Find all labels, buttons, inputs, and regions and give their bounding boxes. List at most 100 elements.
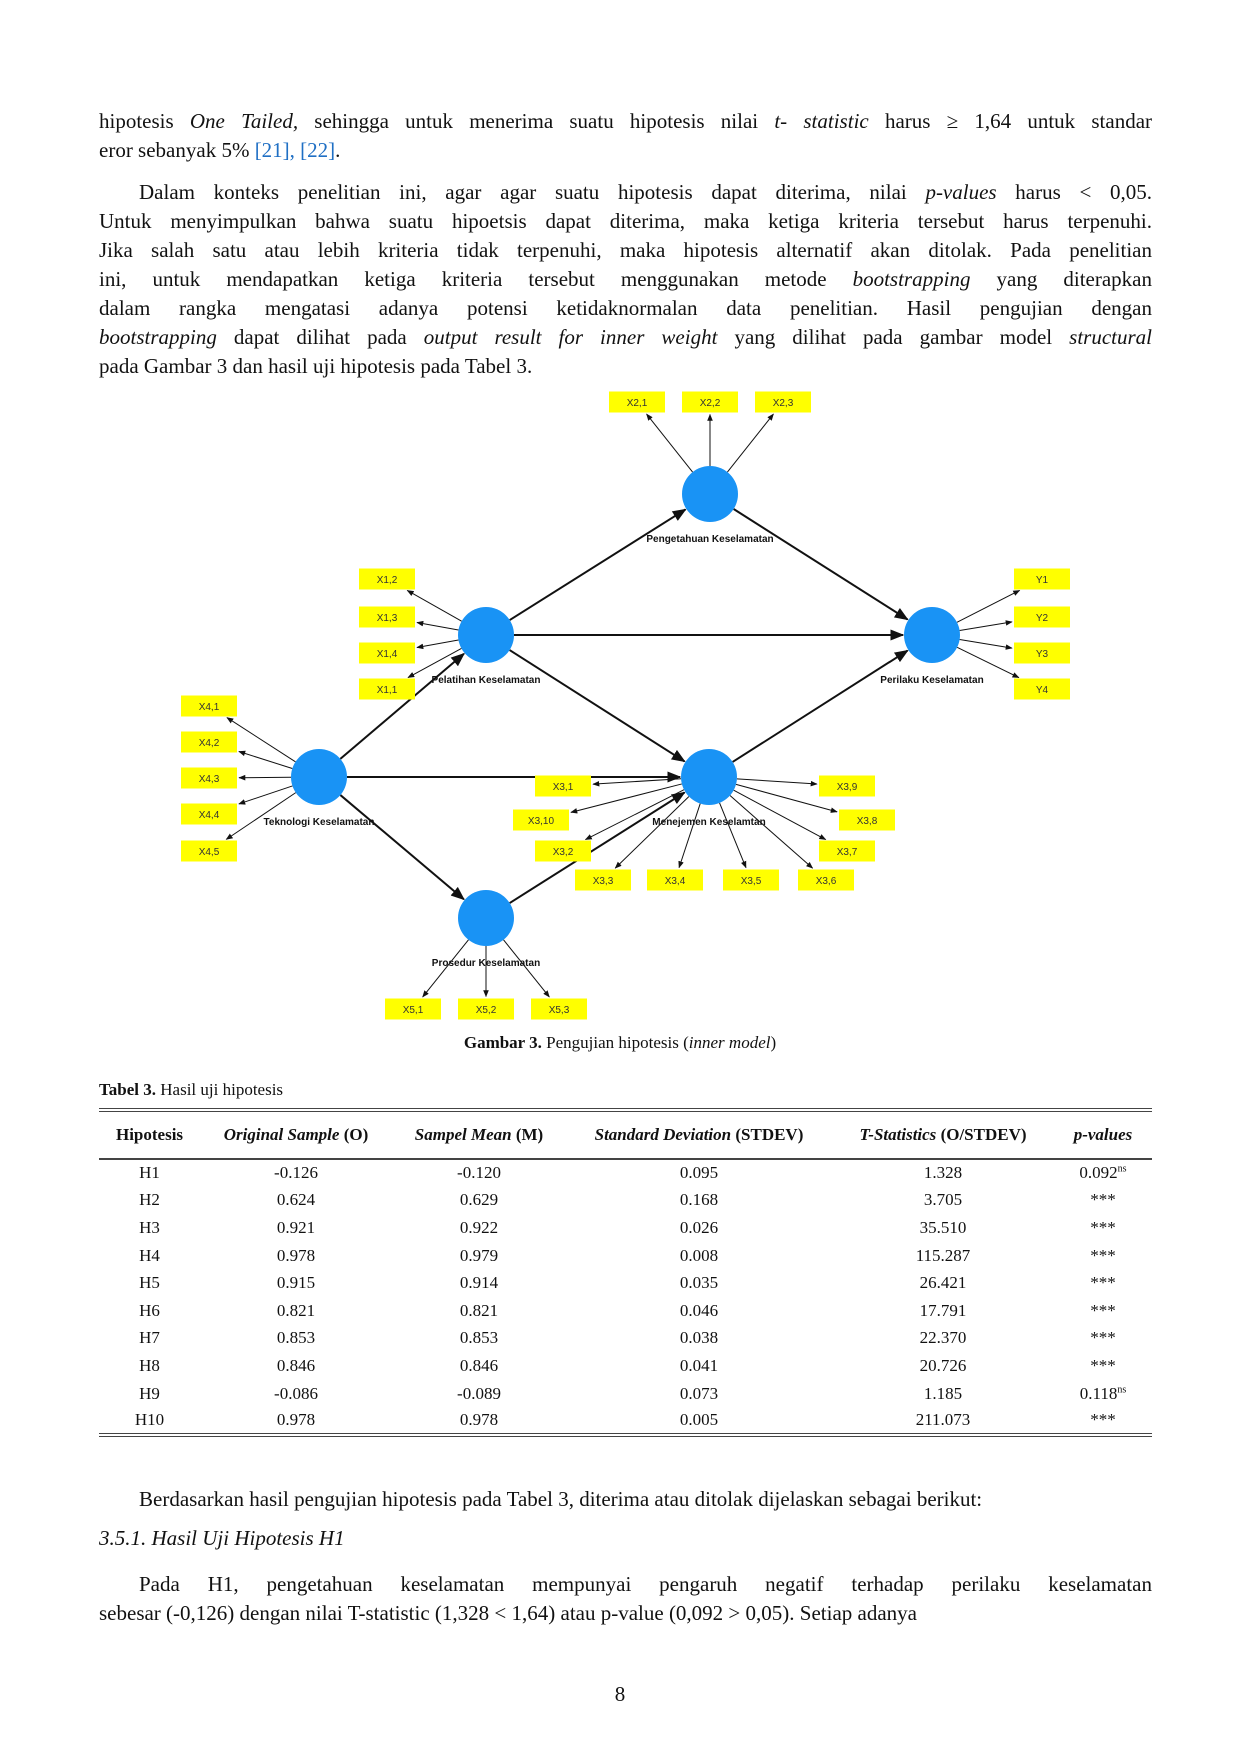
citation-link[interactable]: [21], [22] <box>254 138 336 162</box>
cell-value: 0.624 <box>276 1190 316 1210</box>
indicator-box <box>609 391 665 413</box>
text-line: hipotesis One Tailed, sehingga untuk men… <box>99 107 1152 136</box>
text-line: sebesar (-0,126) dengan nilai T-statisti… <box>99 1599 1152 1628</box>
loading-arrow <box>678 803 701 869</box>
text-segment: output result for inner weight <box>423 325 718 349</box>
text-segment: p-values <box>1073 1125 1133 1144</box>
table-cell: H9 <box>99 1380 200 1408</box>
cell-value: -0.086 <box>274 1383 318 1403</box>
indicator-box <box>755 391 811 413</box>
table-cell: 20.726 <box>832 1352 1054 1380</box>
loading-arrow <box>416 639 459 650</box>
table-cell: -0.120 <box>392 1159 566 1187</box>
indicator-box <box>575 869 631 891</box>
text-line: Untuk menyimpulkan bahwa suatu hipoetsis… <box>99 207 1152 236</box>
cell-value: *** <box>1090 1245 1116 1265</box>
paragraph-intro: hipotesis One Tailed, sehingga untuk men… <box>99 107 1152 165</box>
construct-node-perilaku <box>904 607 960 663</box>
table-cell: 0.821 <box>392 1297 566 1325</box>
text-segment: eror sebanyak 5% <box>99 138 255 162</box>
indicator-label: X2,2 <box>700 398 721 409</box>
construct-node-pelatihan <box>458 607 514 663</box>
table-cell: *** <box>1054 1187 1152 1215</box>
cell-value: *** <box>1090 1217 1116 1237</box>
cell-value: 17.791 <box>919 1300 967 1320</box>
cell-value: 211.073 <box>915 1410 971 1430</box>
loading-arrow <box>584 789 685 841</box>
cell-value: *** <box>1090 1410 1116 1430</box>
indicator-label: X4,2 <box>199 738 220 749</box>
indicator-label: X3,2 <box>553 847 574 858</box>
table-cell: H6 <box>99 1297 200 1325</box>
indicator-box <box>458 998 514 1020</box>
cell-value: H8 <box>139 1355 160 1375</box>
cell-value: 26.421 <box>919 1273 967 1293</box>
text-segment: Dalam konteks penelitian ini, agar agar … <box>139 180 926 204</box>
indicator-box <box>359 678 415 700</box>
cell-value: 0.046 <box>679 1300 719 1320</box>
cell-value: H9 <box>139 1383 160 1403</box>
indicator-label: X2,1 <box>627 398 648 409</box>
table-cell: H10 <box>99 1407 200 1435</box>
indicator-label: Y3 <box>1036 649 1049 660</box>
indicator-box <box>359 606 415 628</box>
cell-value: H1 <box>139 1163 160 1183</box>
column-header: Standard Deviation (STDEV) <box>566 1110 832 1159</box>
indicator-box <box>723 869 779 891</box>
loading-arrow <box>646 413 693 473</box>
indicator-label: X3,10 <box>528 816 555 827</box>
indicator-box <box>1014 568 1070 590</box>
cell-value: 3.705 <box>923 1190 963 1210</box>
column-header: Sampel Mean (M) <box>392 1110 566 1159</box>
text-segment: One Tailed, <box>189 109 299 133</box>
text-segment: yang diterapkan <box>970 267 1152 291</box>
loading-arrow <box>735 783 838 813</box>
indicator-box <box>359 642 415 664</box>
cell-value: 0.092 <box>1079 1163 1118 1183</box>
loading-arrow <box>238 785 293 805</box>
cell-value: 0.921 <box>276 1217 316 1237</box>
table-cell: *** <box>1054 1407 1152 1435</box>
path-arrow-prosedur-menejemen <box>509 791 686 904</box>
indicator-label: X3,3 <box>593 876 614 887</box>
indicator-label: X3,7 <box>837 847 858 858</box>
cell-value: 0.978 <box>276 1245 316 1265</box>
cell-value: 0.978 <box>276 1410 316 1430</box>
cell-value: 115.287 <box>915 1245 971 1265</box>
indicator-box <box>535 775 591 797</box>
cell-value: H5 <box>139 1273 160 1293</box>
table-cell: *** <box>1054 1352 1152 1380</box>
table-cell: 0.978 <box>200 1242 392 1270</box>
text-segment: harus ≥ 1,64 untuk standar <box>868 109 1153 133</box>
text-segment: Standard Deviation <box>594 1125 732 1144</box>
text-segment: p-values <box>925 180 997 204</box>
indicator-box <box>181 803 237 825</box>
table-cell: 22.370 <box>832 1325 1054 1353</box>
table-cell: *** <box>1054 1325 1152 1353</box>
cell-value: H4 <box>139 1245 160 1265</box>
cell-value: 20.726 <box>919 1355 967 1375</box>
indicator-box <box>385 998 441 1020</box>
text-line: pada Gambar 3 dan hasil uji hipotesis pa… <box>99 352 1152 381</box>
loading-arrow <box>225 792 297 840</box>
construct-label-teknologi: Teknologi Keselamatan <box>264 817 375 828</box>
paragraph-method: Dalam konteks penelitian ini, agar agar … <box>99 178 1152 381</box>
path-arrow-pelatihan-pengetahuan <box>509 508 687 621</box>
text-segment: Sampel Mean <box>414 1125 512 1144</box>
table-cell: -0.089 <box>392 1380 566 1408</box>
cell-value: 0.922 <box>459 1217 499 1237</box>
construct-node-teknologi <box>291 749 347 805</box>
table-cell: -0.086 <box>200 1380 392 1408</box>
indicator-label: Y4 <box>1036 685 1049 696</box>
text-line: Berdasarkan hasil pengujian hipotesis pa… <box>99 1485 1152 1514</box>
construct-node-menejemen <box>681 749 737 805</box>
loading-arrow <box>729 795 814 869</box>
indicator-label: X5,3 <box>549 1005 570 1016</box>
cell-value: 1.185 <box>923 1383 963 1403</box>
loading-arrow <box>959 620 1013 631</box>
text-line: Jika salah satu atau lebih kriteria tida… <box>99 236 1152 265</box>
